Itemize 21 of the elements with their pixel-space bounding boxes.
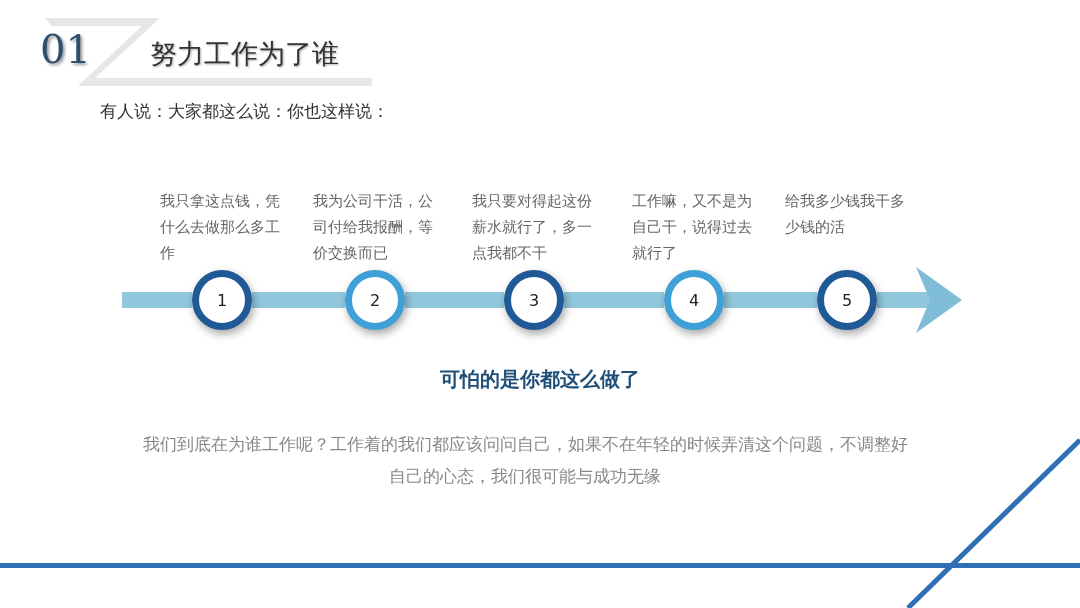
section-number: 01 [40, 26, 91, 72]
quote-text: 我只拿这点钱，凭什么去做那么多工作 [160, 191, 281, 264]
slide-title: 努力工作为了谁 [150, 37, 339, 71]
highlight-text: 可怕的是你都这么做了 [439, 366, 641, 393]
intro-text: 有人说：大家都这么说：你也这样说： [100, 100, 389, 123]
step-circle: 5 [817, 270, 877, 330]
quote-text: 工作嘛，又不是为自己干，说得过去就行了 [632, 191, 753, 264]
step-circle: 3 [504, 270, 564, 330]
paragraph-text: 我们到底在为谁工作呢？工作着的我们都应该问问自己，如果不在年轻的时候弄清这个问题，不调整好自己的心态，我们很可能与成功无缘 [141, 433, 909, 488]
arrow [877, 267, 962, 333]
connector-line [564, 292, 664, 308]
step-circle: 1 [192, 270, 252, 330]
quote-text: 我为公司干活，公司付给我报酬，等价交换而已 [313, 191, 434, 264]
step-circle: 2 [345, 270, 405, 330]
quote-text: 给我多少钱我干多少钱的活 [785, 191, 906, 238]
step-circle: 4 [664, 270, 724, 330]
connector-line [405, 292, 504, 308]
connector-line [724, 292, 817, 308]
quote-text: 我只要对得起这份薪水就行了，多一点我都不干 [472, 191, 593, 264]
connector-line [252, 292, 345, 308]
connector-line [122, 292, 192, 308]
